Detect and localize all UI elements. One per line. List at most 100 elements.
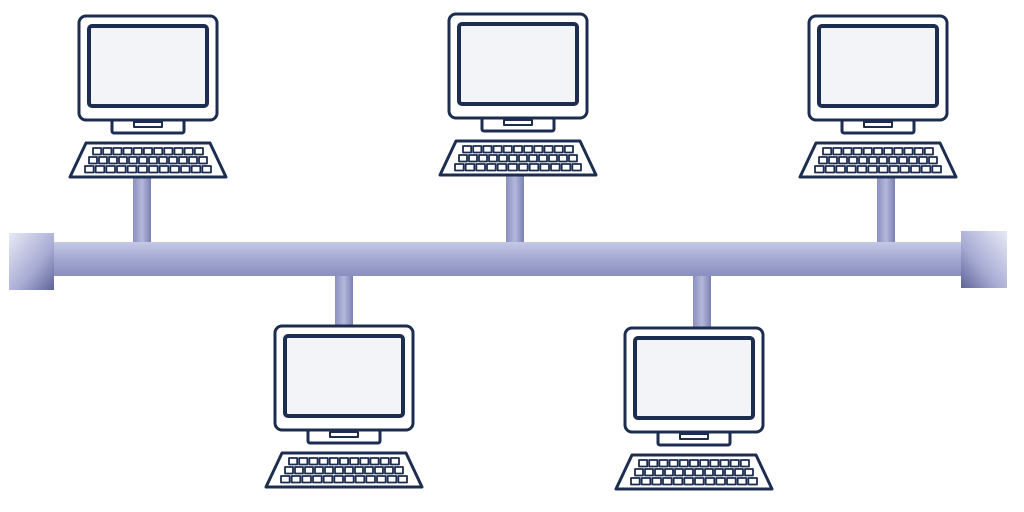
bus-backbone bbox=[48, 242, 968, 276]
drop-cable-top-left bbox=[133, 178, 151, 246]
keyboard-key bbox=[683, 477, 694, 486]
keyboard-key bbox=[94, 165, 106, 174]
drop-cable-bottom-left bbox=[335, 272, 353, 330]
keyboard-key bbox=[630, 477, 641, 486]
keyboard-key bbox=[294, 466, 304, 475]
keyboard-key bbox=[472, 145, 483, 154]
keyboard-key bbox=[496, 163, 508, 172]
keyboard-key bbox=[464, 163, 476, 172]
monitor-screen bbox=[457, 22, 579, 106]
keyboard-key bbox=[846, 165, 857, 174]
keyboard-key bbox=[488, 154, 498, 163]
keyboard-key bbox=[714, 468, 724, 477]
keyboard-key bbox=[873, 147, 883, 156]
keyboard-key bbox=[508, 154, 518, 163]
keyboard-key bbox=[704, 477, 716, 486]
keyboard-key bbox=[143, 147, 153, 156]
keyboard-key bbox=[918, 156, 928, 165]
keyboard-key bbox=[502, 145, 513, 154]
pc-bottom-left-desktop-computer-icon bbox=[264, 324, 424, 489]
keyboard-key bbox=[148, 156, 158, 165]
keyboard-key bbox=[719, 459, 730, 468]
keyboard-key bbox=[928, 156, 938, 165]
keyboard-key bbox=[158, 156, 168, 165]
keyboard-key bbox=[122, 147, 133, 156]
keyboard-key bbox=[137, 165, 148, 174]
drop-cable-bottom-right bbox=[693, 272, 711, 330]
keyboard-key bbox=[709, 459, 720, 468]
keyboard-key bbox=[482, 145, 493, 154]
keyboard-key bbox=[344, 466, 354, 475]
keyboard-key bbox=[724, 468, 734, 477]
keyboard-key bbox=[169, 165, 180, 174]
keyboard-key bbox=[314, 466, 324, 475]
keyboard-key bbox=[824, 165, 836, 174]
keyboard-key bbox=[475, 163, 486, 172]
keyboard-key bbox=[389, 457, 400, 466]
keyboard-keys bbox=[84, 147, 212, 174]
keyboard-key bbox=[699, 459, 710, 468]
monitor-stand-slot bbox=[503, 119, 533, 126]
keyboard-key bbox=[828, 156, 838, 165]
keyboard-key bbox=[132, 147, 143, 156]
keyboard-key bbox=[899, 165, 910, 174]
keyboard-key bbox=[744, 468, 754, 477]
keyboard-key bbox=[486, 163, 497, 172]
keyboard-key bbox=[126, 165, 138, 174]
keyboard-key bbox=[694, 477, 705, 486]
keyboard-key bbox=[842, 147, 853, 156]
keyboard-key bbox=[848, 156, 858, 165]
keyboard-key bbox=[339, 457, 349, 466]
monitor-screen bbox=[87, 24, 209, 108]
keyboard-key bbox=[478, 154, 488, 163]
keyboard-key bbox=[814, 165, 825, 174]
keyboard-key bbox=[513, 145, 523, 154]
keyboard-key bbox=[658, 459, 669, 468]
keyboard-keys bbox=[630, 459, 758, 486]
keyboard-key bbox=[893, 147, 904, 156]
keyboard-key bbox=[384, 466, 394, 475]
keyboard-key bbox=[163, 147, 174, 156]
monitor-stand-slot bbox=[679, 433, 709, 440]
keyboard-key bbox=[518, 163, 529, 172]
keyboard-key bbox=[832, 147, 843, 156]
keyboard-key bbox=[304, 466, 314, 475]
keyboard-key bbox=[543, 145, 554, 154]
monitor-stand-slot bbox=[329, 431, 359, 438]
keyboard-key bbox=[538, 154, 548, 163]
keyboard-key bbox=[308, 457, 319, 466]
keyboard-key bbox=[118, 156, 128, 165]
pc-top-left-desktop-computer-icon bbox=[68, 14, 228, 179]
keyboard-key bbox=[102, 147, 113, 156]
keyboard-key bbox=[704, 468, 714, 477]
keyboard-key bbox=[369, 457, 380, 466]
keyboard-key bbox=[153, 147, 164, 156]
keyboard-key bbox=[539, 163, 550, 172]
keyboard-key bbox=[394, 466, 404, 475]
keyboard-key bbox=[715, 477, 726, 486]
keyboard-key bbox=[852, 147, 863, 156]
keyboard-key bbox=[883, 147, 894, 156]
keyboard-key bbox=[858, 156, 868, 165]
keyboard-key bbox=[662, 477, 673, 486]
keyboard-key bbox=[822, 147, 833, 156]
keyboard-key bbox=[533, 145, 544, 154]
keyboard-key bbox=[168, 156, 178, 165]
keyboard-key bbox=[867, 165, 878, 174]
keyboard-key bbox=[301, 475, 312, 484]
keyboard-key bbox=[312, 475, 323, 484]
keyboard-key bbox=[672, 477, 684, 486]
keyboard-key bbox=[344, 475, 355, 484]
keyboard-key bbox=[88, 156, 98, 165]
keyboard-key bbox=[458, 154, 468, 163]
keyboard-key bbox=[734, 468, 744, 477]
keyboard-key bbox=[518, 154, 528, 163]
keyboard-key bbox=[507, 163, 518, 172]
bus-terminator-left-icon bbox=[9, 233, 54, 290]
keyboard-key bbox=[105, 165, 116, 174]
keyboard-key bbox=[684, 468, 694, 477]
keyboard-key bbox=[920, 165, 932, 174]
keyboard-key bbox=[664, 468, 674, 477]
keyboard-key bbox=[397, 475, 408, 484]
